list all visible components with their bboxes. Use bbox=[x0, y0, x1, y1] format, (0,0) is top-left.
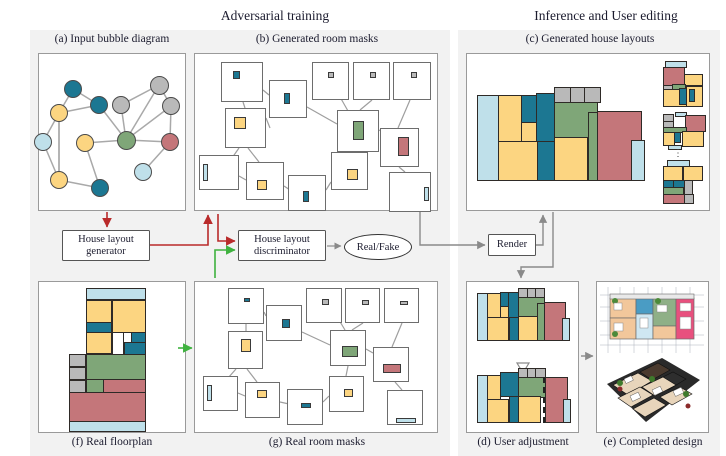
bubble-node[interactable] bbox=[34, 133, 52, 151]
room-type-swatch bbox=[353, 121, 364, 140]
real-room-mask bbox=[329, 376, 364, 412]
completed-design-render bbox=[600, 354, 704, 428]
room-type-swatch bbox=[396, 418, 416, 423]
room-type-swatch bbox=[424, 187, 429, 201]
room-type-swatch bbox=[362, 300, 369, 305]
bubble-node[interactable] bbox=[76, 134, 94, 152]
caption-panel-b: (b) Generated room masks bbox=[255, 33, 379, 45]
room-type-swatch bbox=[207, 385, 212, 401]
bubble-node[interactable] bbox=[149, 75, 169, 95]
generated-room-mask bbox=[288, 175, 326, 211]
real-room-mask bbox=[228, 288, 264, 324]
bubble-node[interactable] bbox=[90, 96, 108, 114]
discriminator-label-line2: discriminator bbox=[254, 245, 310, 257]
room-type-swatch bbox=[241, 339, 251, 352]
generated-room-mask bbox=[353, 62, 390, 100]
generated-room-mask bbox=[269, 80, 307, 118]
caption-panel-c: (c) Generated house layouts bbox=[525, 33, 655, 45]
bubble-node[interactable] bbox=[112, 96, 130, 114]
bubble-node[interactable] bbox=[134, 163, 152, 181]
real-room-mask bbox=[245, 382, 280, 418]
real-fake-label: Real/Fake bbox=[356, 241, 400, 253]
house-layout-discriminator-box[interactable]: House layout discriminator bbox=[238, 230, 326, 261]
section-title-inference: Inference and User editing bbox=[534, 8, 678, 23]
room-type-swatch bbox=[282, 319, 290, 328]
real-fake-node: Real/Fake bbox=[344, 234, 412, 260]
layout-c-ellipsis: ⋮ bbox=[673, 148, 683, 159]
caption-panel-e: (e) Completed design bbox=[603, 436, 703, 448]
room-type-swatch bbox=[257, 390, 267, 398]
generated-room-mask bbox=[393, 62, 431, 100]
room-type-swatch bbox=[411, 72, 417, 78]
generated-room-mask bbox=[199, 155, 239, 190]
room-type-swatch bbox=[398, 137, 409, 156]
render-box[interactable]: Render bbox=[488, 234, 536, 256]
generated-room-mask bbox=[380, 128, 419, 167]
room-type-swatch bbox=[342, 346, 358, 357]
room-type-swatch bbox=[344, 389, 353, 397]
room-type-swatch bbox=[233, 71, 240, 79]
bubble-node[interactable] bbox=[64, 80, 82, 98]
real-room-mask bbox=[387, 390, 423, 425]
generator-label-line1: House layout bbox=[78, 233, 134, 245]
room-type-swatch bbox=[400, 301, 408, 305]
bubble-node[interactable] bbox=[91, 179, 109, 197]
generated-room-mask bbox=[337, 110, 379, 152]
generated-room-mask bbox=[312, 62, 349, 100]
caption-panel-a: (a) Input bubble diagram bbox=[54, 33, 170, 45]
house-layout-generator-box[interactable]: House layout generator bbox=[62, 230, 150, 261]
caption-panel-d: (d) User adjustment bbox=[477, 436, 569, 448]
generated-room-mask bbox=[331, 152, 368, 190]
room-type-swatch bbox=[203, 164, 208, 181]
user-adjust-arrow-icon bbox=[515, 354, 531, 375]
generator-label-line2: generator bbox=[86, 245, 126, 257]
real-room-mask bbox=[287, 389, 323, 425]
room-type-swatch bbox=[322, 299, 329, 305]
render-label: Render bbox=[496, 239, 528, 251]
room-type-swatch bbox=[244, 298, 250, 302]
real-room-mask bbox=[384, 288, 419, 323]
caption-panel-f: (f) Real floorplan bbox=[71, 436, 153, 448]
section-title-adversarial: Adversarial training bbox=[220, 8, 330, 23]
room-type-swatch bbox=[234, 117, 246, 129]
generated-room-mask bbox=[225, 108, 266, 148]
room-type-swatch bbox=[257, 180, 267, 190]
generated-room-mask bbox=[246, 162, 284, 200]
real-room-mask bbox=[306, 288, 342, 323]
dashed-edit-line bbox=[543, 377, 545, 423]
generated-room-mask bbox=[389, 172, 431, 212]
room-type-swatch bbox=[347, 169, 358, 180]
real-room-mask bbox=[345, 288, 380, 323]
real-room-mask bbox=[266, 305, 302, 341]
bubble-node[interactable] bbox=[162, 97, 180, 115]
bubble-node[interactable] bbox=[161, 133, 179, 151]
real-room-mask bbox=[203, 376, 238, 411]
bubble-node[interactable] bbox=[50, 171, 68, 189]
room-type-swatch bbox=[370, 72, 376, 78]
room-type-swatch bbox=[383, 364, 401, 373]
completed-design-plan bbox=[600, 287, 704, 353]
real-room-mask bbox=[330, 330, 366, 366]
room-type-swatch bbox=[284, 93, 290, 104]
room-type-swatch bbox=[303, 191, 309, 202]
caption-panel-g: (g) Real room masks bbox=[268, 436, 366, 448]
room-type-swatch bbox=[328, 72, 334, 78]
real-room-mask bbox=[373, 347, 409, 382]
room-type-swatch bbox=[301, 403, 311, 408]
bubble-node[interactable] bbox=[116, 130, 136, 150]
generated-room-mask bbox=[221, 62, 263, 102]
bubble-node[interactable] bbox=[50, 104, 68, 122]
real-room-mask bbox=[228, 331, 263, 369]
discriminator-label-line1: House layout bbox=[254, 233, 310, 245]
